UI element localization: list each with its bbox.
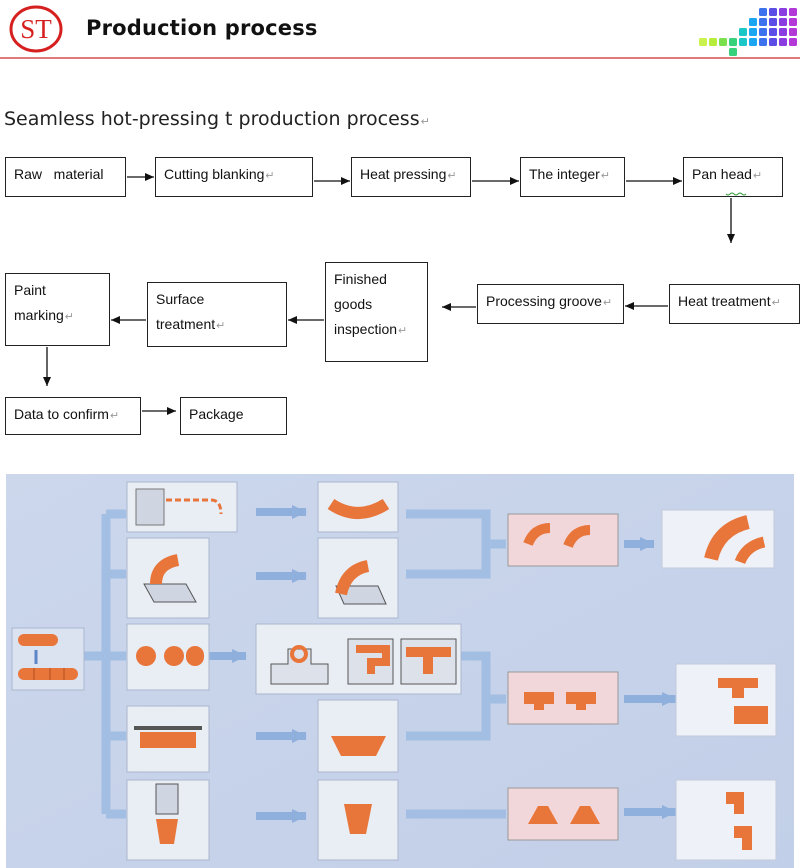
flow-trunks (84, 509, 506, 819)
flow-arrows-blue (204, 505, 677, 823)
return-mark: ↵ (600, 170, 611, 182)
decor-dot (699, 38, 707, 46)
decor-dot (709, 38, 717, 46)
elbow-row (126, 481, 775, 619)
step-label: Package (189, 406, 244, 422)
step-label: Heat pressing (360, 166, 447, 182)
header-rule (0, 57, 800, 59)
step-data-to-confirm: Data to confirm↵ (5, 397, 141, 435)
process-subtitle: Seamless hot-pressing t production proce… (4, 108, 430, 130)
decor-dot (789, 8, 797, 16)
step-paint-marking: Paint marking↵ (5, 273, 110, 346)
step-heat-pressing: Heat pressing↵ (351, 157, 471, 197)
decor-dot (749, 38, 757, 46)
step-label: Raw material (14, 166, 104, 182)
decor-dot (769, 38, 777, 46)
return-mark: ↵ (771, 297, 781, 309)
step-cutting-blanking: Cutting blanking↵ (155, 157, 313, 197)
step-raw-material: Raw material (5, 157, 126, 197)
process-illustration (6, 474, 794, 868)
decor-dot (759, 8, 767, 16)
decor-dot (769, 18, 777, 26)
step-label: Pan head (692, 166, 752, 182)
decor-dot (719, 38, 727, 46)
decor-dot (789, 18, 797, 26)
step-label: Processing groove (486, 293, 602, 309)
decor-dot (729, 48, 737, 56)
step-heat-treatment: Heat treatment↵ (669, 284, 800, 324)
step-the-integer: The integer↵ (520, 157, 625, 197)
step-processing-groove: Processing groove↵ (477, 284, 624, 324)
decor-dot (769, 28, 777, 36)
decor-dot (729, 38, 737, 46)
return-mark: ↵ (602, 297, 613, 309)
step-label: Cutting blanking (164, 166, 265, 182)
step-label: Heat treatment (678, 293, 771, 309)
return-mark: ↵ (64, 311, 75, 323)
step-pan-head: Pan head↵ (683, 157, 783, 197)
step-finished-goods-inspection: Finished goods inspection↵ (325, 262, 428, 362)
st-logo: ST (9, 5, 63, 53)
decor-dot (779, 38, 787, 46)
decor-dot (789, 38, 797, 46)
decor-dot (749, 28, 757, 36)
return-mark: ↵ (216, 320, 226, 332)
return-mark: ↵ (447, 170, 457, 182)
raw-pipe-panel (11, 627, 85, 691)
decor-dot (749, 18, 757, 26)
decor-dot (769, 8, 777, 16)
return-mark: ↵ (265, 170, 275, 182)
subtitle-text: Seamless hot-pressing t production proce… (4, 108, 420, 130)
tee-row (126, 623, 777, 737)
decor-dot (789, 28, 797, 36)
decor-dot (779, 8, 787, 16)
decorative-dots (699, 8, 797, 56)
decor-dot (779, 28, 787, 36)
step-label: Data to confirm (14, 406, 109, 422)
decor-dot (759, 28, 767, 36)
header: ST Production process (0, 0, 800, 62)
return-mark: ↵ (398, 325, 408, 337)
decor-dot (759, 18, 767, 26)
step-surface-treatment: Surface treatment↵ (147, 282, 287, 347)
step-package: Package (180, 397, 287, 435)
reducer-row (126, 699, 777, 861)
step-label: The integer (529, 166, 600, 182)
return-mark: ↵ (752, 170, 763, 182)
decor-dot (739, 38, 747, 46)
decor-dot (759, 38, 767, 46)
step-label: Surface treatment (156, 291, 216, 332)
return-mark: ↵ (109, 410, 120, 422)
decor-dot (779, 18, 787, 26)
step-label: Paint marking (14, 282, 64, 323)
step-label: Finished goods inspection (334, 271, 398, 337)
decor-dot (739, 28, 747, 36)
logo-text: ST (20, 14, 52, 44)
return-mark: ↵ (420, 115, 430, 128)
page-title: Production process (86, 16, 318, 40)
